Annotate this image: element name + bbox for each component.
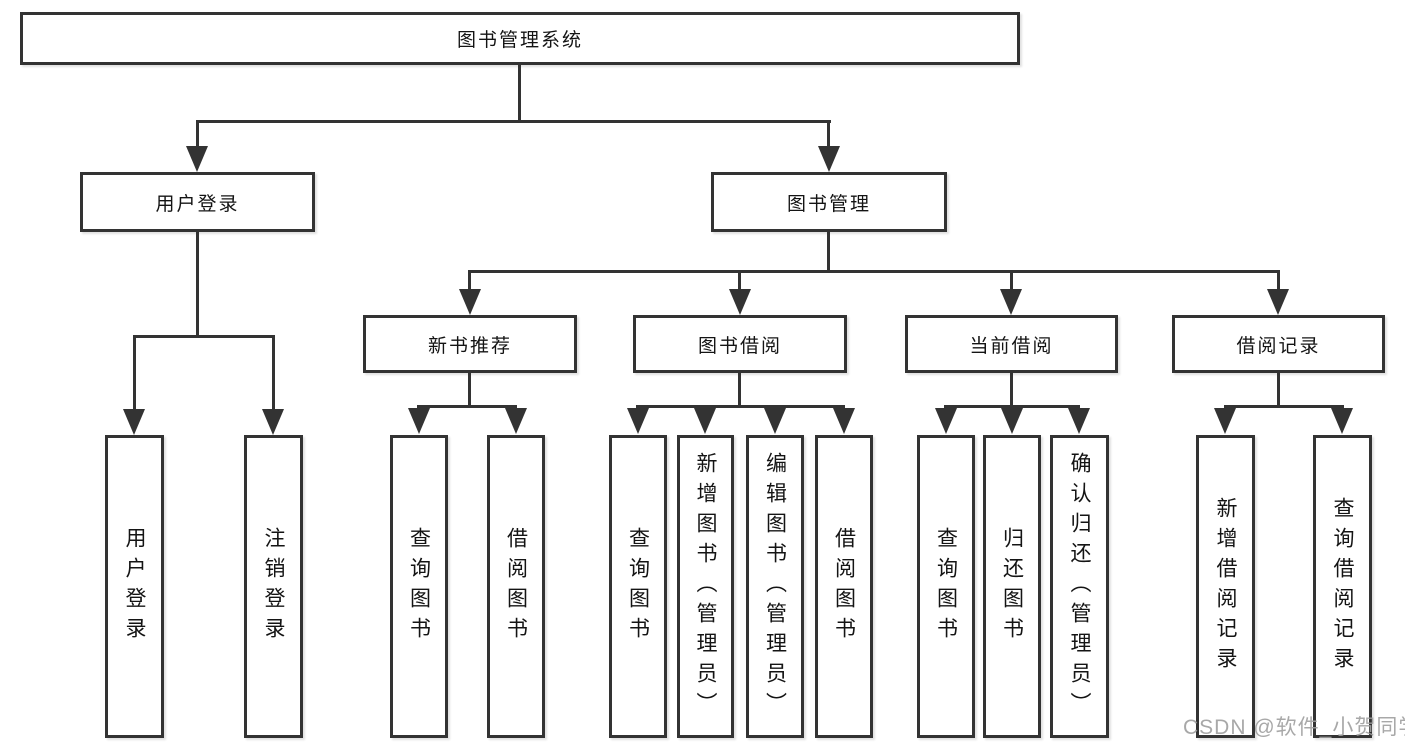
- leaf-borrow-borrow: 借阅图书: [815, 435, 873, 738]
- leaf-borrow-edit-admin: 编辑图书（管理员）: [746, 435, 804, 738]
- arrow-down-icon: [1214, 408, 1236, 434]
- connector-line: [1010, 373, 1013, 405]
- connector-line: [196, 120, 831, 123]
- arrow-down-icon: [123, 409, 145, 435]
- arrow-down-icon: [764, 408, 786, 434]
- arrow-down-icon: [627, 408, 649, 434]
- connector-line: [272, 335, 275, 409]
- node-new-books: 新书推荐: [363, 315, 577, 373]
- arrow-down-icon: [1267, 289, 1289, 315]
- leaf-current-return: 归还图书: [983, 435, 1041, 738]
- node-current-borrow: 当前借阅: [905, 315, 1118, 373]
- leaf-current-query-label: 查询图书: [934, 526, 958, 647]
- leaf-current-return-label: 归还图书: [1000, 526, 1024, 647]
- leaf-newbooks-borrow: 借阅图书: [487, 435, 545, 738]
- leaf-borrow-add-admin-label: 新增图书（管理员）: [694, 451, 717, 722]
- arrow-down-icon: [186, 146, 208, 172]
- arrow-down-icon: [694, 408, 716, 434]
- leaf-logout: 注销登录: [244, 435, 303, 738]
- connector-line: [468, 270, 1280, 273]
- connector-line: [1277, 270, 1280, 289]
- node-user-login: 用户登录: [80, 172, 315, 232]
- leaf-user-login: 用户登录: [105, 435, 164, 738]
- connector-line: [468, 373, 471, 405]
- csdn-watermark: CSDN @软件_小贺同学: [1183, 716, 1405, 739]
- connector-line: [738, 270, 741, 289]
- node-root: 图书管理系统: [20, 12, 1020, 65]
- connector-line: [738, 373, 741, 405]
- node-book-borrow: 图书借阅: [633, 315, 847, 373]
- connector-line: [468, 270, 471, 289]
- node-borrow-records: 借阅记录: [1172, 315, 1385, 373]
- arrow-down-icon: [1068, 408, 1090, 434]
- connector-line: [1224, 405, 1344, 408]
- node-book-mgmt: 图书管理: [711, 172, 947, 232]
- arrow-down-icon: [505, 408, 527, 434]
- arrow-down-icon: [408, 408, 430, 434]
- connector-line: [133, 335, 136, 409]
- node-user-login-label: 用户登录: [155, 193, 240, 215]
- node-book-borrow-label: 图书借阅: [697, 335, 782, 357]
- connector-line: [827, 232, 830, 270]
- connector-line: [133, 335, 275, 338]
- leaf-user-login-label: 用户登录: [123, 526, 146, 647]
- leaf-records-add-label: 新增借阅记录: [1214, 496, 1237, 677]
- connector-line: [196, 232, 199, 335]
- arrow-down-icon: [1331, 408, 1353, 434]
- connector-line: [944, 405, 1080, 408]
- arrow-down-icon: [935, 408, 957, 434]
- connector-line: [518, 65, 521, 120]
- leaf-logout-label: 注销登录: [262, 526, 285, 647]
- node-root-label: 图书管理系统: [456, 30, 583, 51]
- leaf-current-confirm-admin-label: 确认归还（管理员）: [1068, 451, 1091, 722]
- connector-line: [1277, 373, 1280, 405]
- leaf-borrow-add-admin: 新增图书（管理员）: [677, 435, 734, 738]
- arrow-down-icon: [818, 146, 840, 172]
- connector-line: [636, 405, 845, 408]
- arrow-down-icon: [459, 289, 481, 315]
- leaf-newbooks-query-label: 查询图书: [407, 526, 431, 647]
- leaf-borrow-query: 查询图书: [609, 435, 667, 738]
- connector-line: [417, 405, 517, 408]
- arrow-down-icon: [833, 408, 855, 434]
- leaf-newbooks-query: 查询图书: [390, 435, 448, 738]
- leaf-borrow-edit-admin-label: 编辑图书（管理员）: [763, 451, 787, 722]
- leaf-borrow-query-label: 查询图书: [626, 526, 650, 647]
- leaf-current-confirm-admin: 确认归还（管理员）: [1050, 435, 1109, 738]
- node-current-borrow-label: 当前借阅: [969, 335, 1054, 357]
- leaf-records-add: 新增借阅记录: [1196, 435, 1255, 738]
- leaf-borrow-borrow-label: 借阅图书: [832, 526, 856, 647]
- arrow-down-icon: [1001, 408, 1023, 434]
- arrow-down-icon: [262, 409, 284, 435]
- arrow-down-icon: [729, 289, 751, 315]
- leaf-current-query: 查询图书: [917, 435, 975, 738]
- connector-line: [1010, 270, 1013, 289]
- connector-line: [827, 120, 830, 146]
- arrow-down-icon: [1000, 289, 1022, 315]
- connector-line: [196, 120, 199, 146]
- leaf-records-query-label: 查询借阅记录: [1331, 496, 1354, 677]
- node-borrow-records-label: 借阅记录: [1236, 335, 1321, 357]
- leaf-records-query: 查询借阅记录: [1313, 435, 1372, 738]
- node-book-mgmt-label: 图书管理: [786, 193, 871, 215]
- node-new-books-label: 新书推荐: [427, 335, 512, 357]
- leaf-newbooks-borrow-label: 借阅图书: [504, 526, 528, 647]
